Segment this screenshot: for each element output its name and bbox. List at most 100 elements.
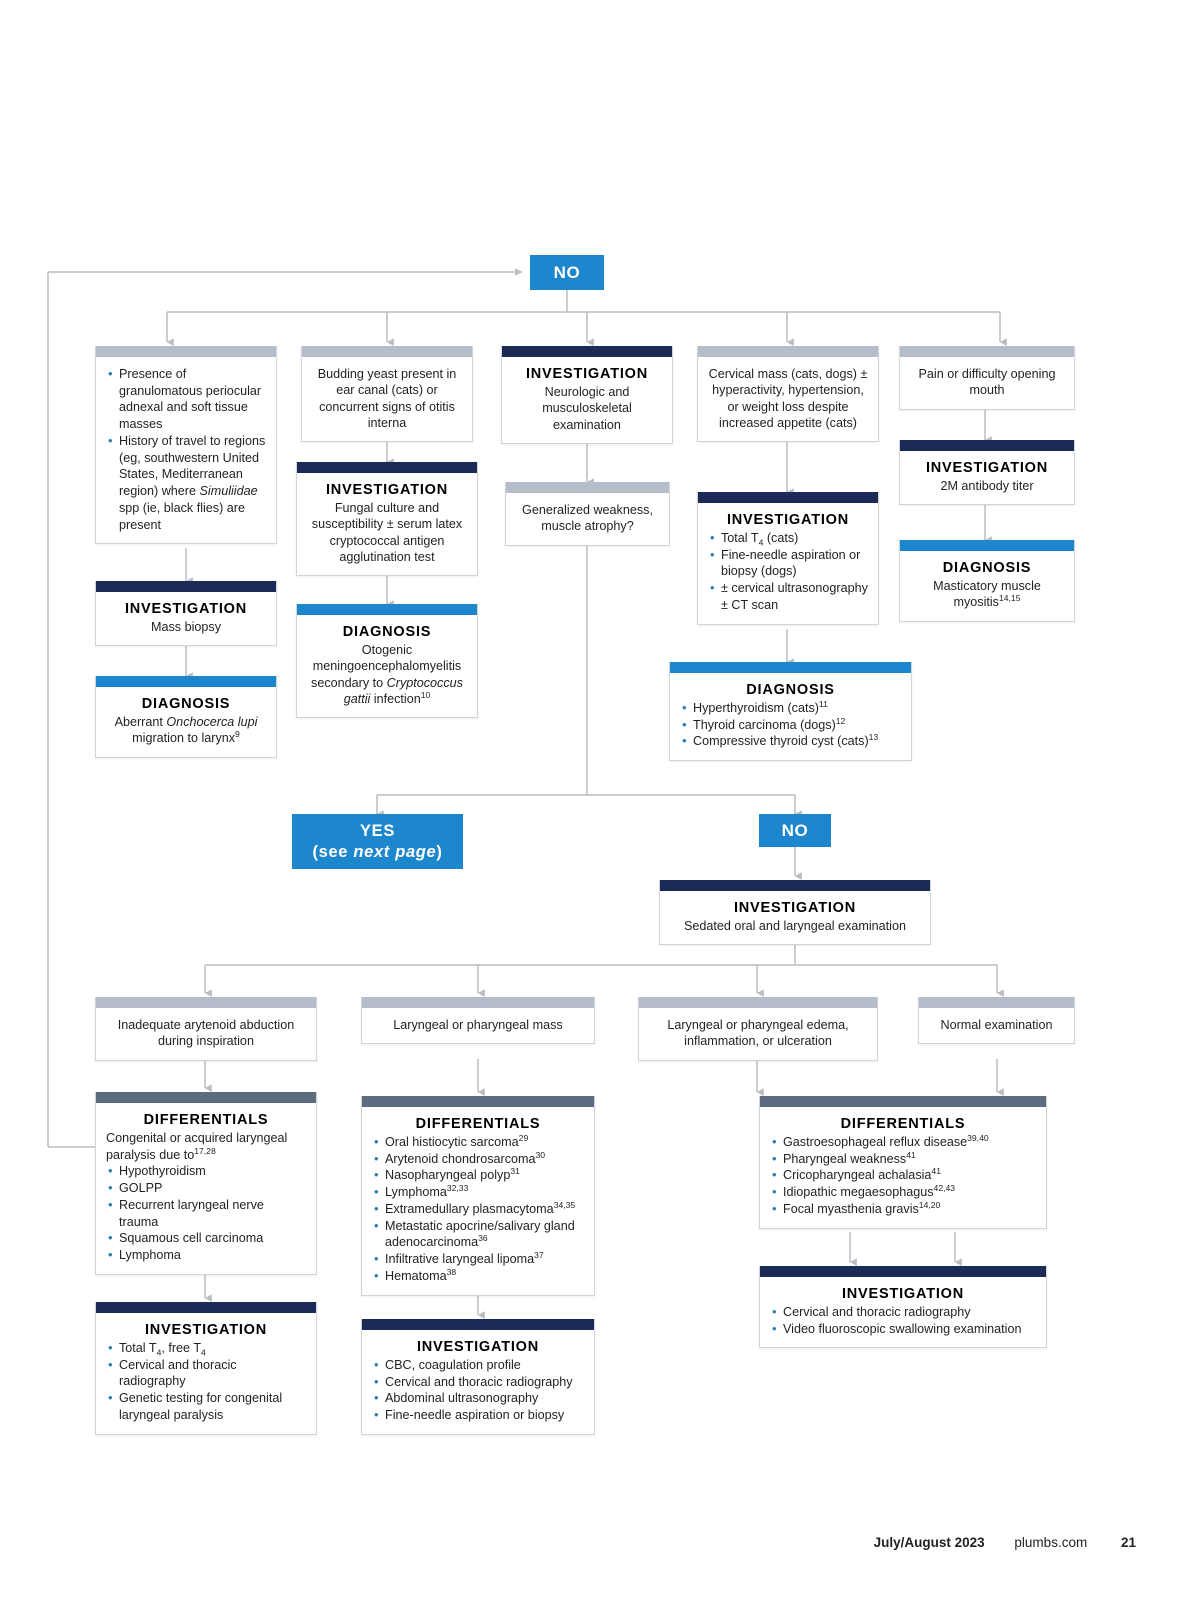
box-cap-navy	[502, 346, 672, 357]
list-item: Fine-needle aspiration or biopsy (dogs)	[708, 546, 868, 580]
box-cap-grey	[362, 997, 594, 1008]
box-title: DIAGNOSIS	[342, 624, 432, 640]
box-content: DIFFERENTIALS Gastroesophageal reflux di…	[760, 1107, 1046, 1228]
box-onchocerca-findings: Presence of granulomatous periocular adn…	[95, 346, 277, 545]
box-title: INVESTIGATION	[726, 512, 850, 528]
box-cap-navy	[698, 492, 878, 503]
box-title: INVESTIGATION	[325, 482, 449, 498]
list-item: Extramedullary plasmacytoma34,35	[372, 1200, 584, 1218]
box-content: Pain or difficulty opening mouth	[900, 357, 1074, 409]
list-item: CBC, coagulation profile	[372, 1356, 584, 1374]
box-edema-investigation: INVESTIGATION Cervical and thoracic radi…	[759, 1266, 1047, 1349]
box-laryngeal-edema: Laryngeal or pharyngeal edema, inflammat…	[638, 997, 878, 1061]
list-item: Arytenoid chondrosarcoma30	[372, 1150, 584, 1168]
box-cap-grey	[900, 346, 1074, 357]
list-item: Nasopharyngeal polyp31	[372, 1166, 584, 1184]
box-content: DIAGNOSIS Masticatory muscle myositis14,…	[900, 551, 1074, 621]
box-content: Cervical mass (cats, dogs) ± hyperactivi…	[698, 357, 878, 441]
box-content: DIAGNOSIS Aberrant Onchocerca lupi migra…	[96, 687, 276, 757]
differentials-list: Oral histiocytic sarcoma29 Arytenoid cho…	[372, 1133, 584, 1285]
list-item: Hyperthyroidism (cats)11	[680, 699, 901, 717]
box-mass-investigation: INVESTIGATION CBC, coagulation profile C…	[361, 1319, 595, 1435]
tag-yes-subtext: (see next page)	[312, 842, 443, 861]
box-cap-grey	[639, 997, 877, 1008]
differentials-list: Hypothyroidism GOLPP Recurrent laryngeal…	[106, 1162, 306, 1264]
box-laryngeal-mass: Laryngeal or pharyngeal mass	[361, 997, 595, 1045]
box-cap-slate	[760, 1096, 1046, 1107]
investigation-list: Total T4, free T4 Cervical and thoracic …	[106, 1339, 306, 1424]
box-antibody-titer: INVESTIGATION 2M antibody titer	[899, 440, 1075, 506]
list-item: Lymphoma	[106, 1246, 306, 1264]
box-paralysis-differentials: DIFFERENTIALS Congenital or acquired lar…	[95, 1092, 317, 1275]
investigation-list: Cervical and thoracic radiography Video …	[770, 1303, 1036, 1337]
box-cap-navy	[96, 1302, 316, 1313]
list-item: GOLPP	[106, 1179, 306, 1197]
box-title: INVESTIGATION	[841, 1286, 965, 1302]
box-text: Inadequate arytenoid abduction during in…	[117, 1018, 295, 1049]
list-item: Cervical and thoracic radiography	[372, 1373, 584, 1391]
list-item: Genetic testing for congenital laryngeal…	[106, 1389, 306, 1423]
box-title: DIAGNOSIS	[942, 560, 1032, 576]
list-item: Abdominal ultrasonography	[372, 1389, 584, 1407]
box-content: INVESTIGATION Mass biopsy	[96, 592, 276, 645]
box-sedated-exam: INVESTIGATION Sedated oral and laryngeal…	[659, 880, 931, 946]
box-cervical-mass: Cervical mass (cats, dogs) ± hyperactivi…	[697, 346, 879, 443]
box-cap-navy	[297, 462, 477, 473]
list-item: Lymphoma32,33	[372, 1183, 584, 1201]
box-text: Budding yeast present in ear canal (cats…	[317, 367, 457, 431]
box-text: Mass biopsy	[151, 620, 221, 634]
box-text: Sedated oral and laryngeal examination	[684, 919, 906, 933]
list-item: Infiltrative laryngeal lipoma37	[372, 1250, 584, 1268]
box-fungal-culture: INVESTIGATION Fungal culture and suscept…	[296, 462, 478, 577]
box-content: INVESTIGATION Total T4 (cats) Fine-needl…	[698, 503, 878, 624]
tag-no-top[interactable]: NO	[530, 255, 604, 290]
investigation-list: CBC, coagulation profile Cervical and th…	[372, 1356, 584, 1424]
box-text: 2M antibody titer	[940, 479, 1034, 493]
box-content: INVESTIGATION CBC, coagulation profile C…	[362, 1330, 594, 1434]
box-content: DIAGNOSIS Otogenic meningoencephalomyeli…	[297, 615, 477, 717]
box-content: Budding yeast present in ear canal (cats…	[302, 357, 472, 441]
box-neurologic-exam: INVESTIGATION Neurologic and musculoskel…	[501, 346, 673, 445]
box-content: DIFFERENTIALS Oral histiocytic sarcoma29…	[362, 1107, 594, 1295]
box-inadequate-arytenoid: Inadequate arytenoid abduction during in…	[95, 997, 317, 1061]
box-text: Cervical mass (cats, dogs) ± hyperactivi…	[708, 367, 868, 431]
list-item: Compressive thyroid cyst (cats)13	[680, 732, 901, 750]
box-content: Laryngeal or pharyngeal edema, inflammat…	[639, 1008, 877, 1060]
box-title: INVESTIGATION	[733, 900, 857, 916]
box-cap-navy	[900, 440, 1074, 451]
box-content: INVESTIGATION Total T4, free T4 Cervical…	[96, 1313, 316, 1434]
box-content: DIFFERENTIALS Congenital or acquired lar…	[96, 1103, 316, 1274]
box-content: INVESTIGATION Cervical and thoracic radi…	[760, 1277, 1046, 1347]
list-item: Idiopathic megaesophagus42,43	[770, 1183, 1036, 1201]
box-text: Laryngeal or pharyngeal mass	[393, 1018, 563, 1032]
box-text: Generalized weakness, muscle atrophy?	[522, 503, 653, 534]
list-item: Metastatic apocrine/salivary gland adeno…	[372, 1217, 584, 1251]
box-generalized-weakness: Generalized weakness, muscle atrophy?	[505, 482, 670, 546]
box-title: DIFFERENTIALS	[415, 1116, 541, 1132]
investigation-list: Total T4 (cats) Fine-needle aspiration o…	[708, 529, 868, 614]
box-cap-slate	[362, 1096, 594, 1107]
box-cap-navy	[760, 1266, 1046, 1277]
list-item: Focal myasthenia gravis14,20	[770, 1200, 1036, 1218]
box-cap-grey	[506, 482, 669, 493]
box-cap-navy	[362, 1319, 594, 1330]
box-masticatory-diagnosis: DIAGNOSIS Masticatory muscle myositis14,…	[899, 540, 1075, 622]
box-normal-examination: Normal examination	[918, 997, 1075, 1045]
box-budding-yeast: Budding yeast present in ear canal (cats…	[301, 346, 473, 443]
box-text: Otogenic meningoencephalomyelitis second…	[311, 643, 463, 707]
footer-site: plumbs.com	[1014, 1535, 1088, 1550]
box-content: INVESTIGATION Sedated oral and laryngeal…	[660, 891, 930, 944]
list-item: Total T4 (cats)	[708, 529, 868, 547]
list-item: Thyroid carcinoma (dogs)12	[680, 716, 901, 734]
diagnosis-list: Hyperthyroidism (cats)11 Thyroid carcino…	[680, 699, 901, 750]
tag-yes-next-page[interactable]: YES (see next page)	[292, 814, 463, 869]
box-cap-blue	[96, 676, 276, 687]
box-cap-navy	[96, 581, 276, 592]
box-content: INVESTIGATION 2M antibody titer	[900, 451, 1074, 504]
box-text: Normal examination	[940, 1018, 1053, 1032]
tag-no-mid[interactable]: NO	[759, 814, 831, 847]
box-paralysis-investigation: INVESTIGATION Total T4, free T4 Cervical…	[95, 1302, 317, 1435]
box-content: Normal examination	[919, 1008, 1074, 1043]
list-item: Squamous cell carcinoma	[106, 1229, 306, 1247]
box-content: Inadequate arytenoid abduction during in…	[96, 1008, 316, 1060]
